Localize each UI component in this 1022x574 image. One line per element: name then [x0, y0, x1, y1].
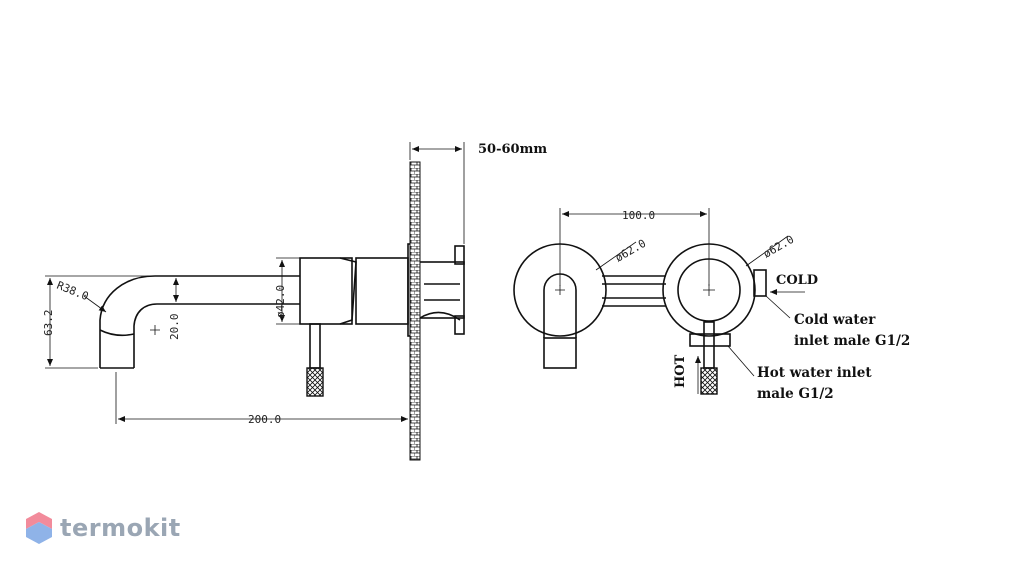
side-view: 50-60mm 63.2 R38.0 20.0 ø42.0 [42, 142, 547, 461]
spout-radius-label: R38.0 [55, 279, 91, 303]
front-view: ø62.0 ø62.0 100.0 [513, 208, 910, 402]
dim-spout-tube: 20.0 [168, 278, 181, 340]
hot-inlet-line2: male G1/2 [757, 386, 834, 402]
body-diameter-label: ø42.0 [274, 285, 287, 318]
hot-label: HOT [673, 354, 688, 388]
side-handle [306, 323, 324, 397]
valve-body [299, 243, 465, 337]
cold-inlet-line2: inlet male G1/2 [794, 333, 910, 349]
wall [409, 161, 421, 461]
cold-inlet-line1: Cold water [794, 312, 876, 328]
dim-spout-radius: R38.0 [55, 279, 107, 313]
wall-thickness-label: 50-60mm [478, 142, 547, 157]
brand-logo-icon [26, 512, 52, 544]
cold-label: COLD [776, 273, 818, 288]
handle-spacing-label: 100.0 [622, 209, 655, 222]
dim-spout-height: 63.2 [42, 275, 150, 369]
hot-indicator: HOT [673, 354, 701, 394]
spout-tube-label: 20.0 [168, 314, 181, 341]
cold-indicator: COLD [770, 273, 818, 295]
spout-rosette: ø62.0 [513, 237, 648, 369]
hot-inlet-line1: Hot water inlet [757, 365, 872, 381]
dim-spout-reach: 200.0 [115, 372, 408, 426]
cold-diameter-label: ø62.0 [761, 233, 796, 261]
dim-handle-spacing: 100.0 [559, 208, 710, 286]
spout-height-label: 63.2 [42, 310, 55, 337]
cold-inlet-callout: Cold water inlet male G1/2 [765, 295, 910, 349]
hot-inlet-callout: Hot water inlet male G1/2 [727, 345, 872, 402]
spout-reach-label: 200.0 [248, 413, 281, 426]
hot-diameter-label: ø62.0 [613, 237, 648, 265]
dim-body-diameter: ø42.0 [274, 257, 300, 325]
dim-wall-thickness: 50-60mm [409, 142, 547, 244]
connector-pipe [602, 275, 666, 307]
spout [99, 275, 300, 369]
brand-name: termokit [60, 514, 181, 542]
